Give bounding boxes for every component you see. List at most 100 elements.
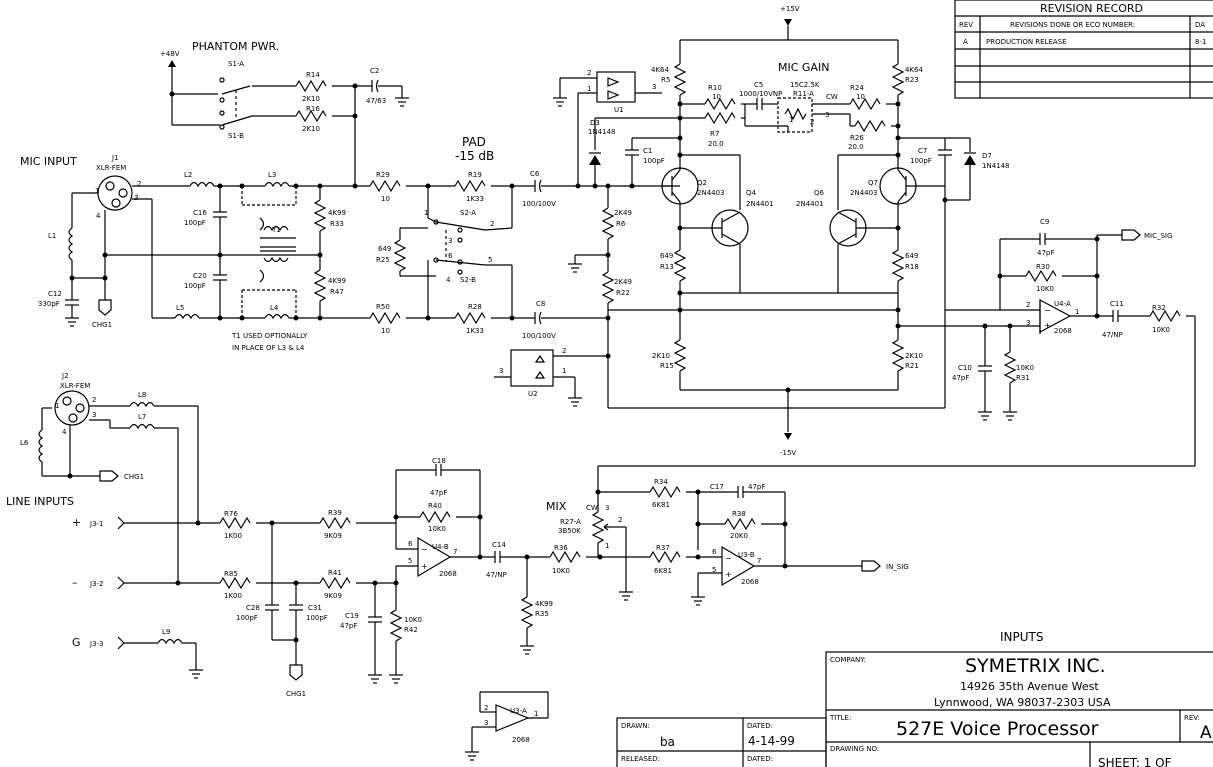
drawn-label: DRAWN: [621, 722, 650, 730]
j3-1-ref: J3-1 [89, 520, 104, 528]
c7-value: 100pF [910, 157, 932, 165]
svg-text:4: 4 [446, 276, 451, 284]
j1-ref: J1 [111, 154, 119, 162]
r24-value: 10 [856, 93, 865, 101]
c5-ref: C5 [754, 81, 763, 89]
plus15-label: +15V [780, 5, 800, 13]
svg-text:1: 1 [605, 542, 609, 550]
g-label: G [72, 636, 81, 649]
desc-col-header: REVISIONS DONE OR ECO NUMBER: [1010, 21, 1135, 29]
c20-ref: C20 [193, 272, 207, 280]
mic-output-stage: U4-A 2068 −+ 231 C9 47pF R30 10K0 C11 47… [597, 218, 1196, 492]
mic-gain-label: MIC GAIN [778, 61, 829, 74]
r25-value: 649 [378, 245, 391, 253]
revision-title: REVISION RECORD [1040, 2, 1143, 15]
c1-value: 100pF [643, 157, 665, 165]
r85-ref: R85 [224, 570, 238, 578]
sheet-label: SHEET: 1 OF [1098, 756, 1172, 767]
svg-text:3: 3 [92, 411, 96, 419]
svg-text:3: 3 [134, 194, 138, 202]
pad-db-label: -15 dB [455, 149, 494, 163]
pad-label: PAD [462, 135, 486, 149]
c12-value: 330pF [38, 300, 60, 308]
s1a-ref: S1-A [228, 60, 244, 68]
r22-ref: R22 [616, 289, 630, 297]
mic-input-label: MIC INPUT [20, 155, 77, 168]
c14-value: 47/NP [486, 571, 507, 579]
u3a-spare-opamp: U3-A 2068 231 [465, 691, 549, 761]
r23-value: 4K64 [905, 66, 923, 74]
company-address-1: 14926 35th Avenue West [960, 680, 1099, 693]
j1-type: XLR-FEM [96, 164, 126, 172]
r27-value: 3B50K [558, 527, 581, 535]
q2-value: 2N4403 [697, 189, 725, 197]
company-name: SYMETRIX INC. [965, 655, 1106, 677]
mix-label: MIX [546, 500, 567, 513]
r40-ref: R40 [428, 502, 442, 510]
r35-value: 4K99 [535, 600, 553, 608]
inputs-title: INPUTS [1000, 630, 1043, 644]
svg-text:3: 3 [484, 719, 488, 727]
rev-label: REV: [1184, 714, 1200, 722]
l1-ref: L1 [48, 232, 56, 240]
c10-value: 47pF [952, 374, 969, 382]
s1b-ref: S1-B [228, 132, 244, 140]
svg-text:−: − [1044, 306, 1051, 315]
r39-ref: R39 [328, 509, 342, 517]
r22-value: 2K49 [614, 278, 632, 286]
svg-text:2: 2 [618, 516, 622, 524]
svg-text:7: 7 [453, 548, 457, 556]
dated2-label: DATED: [747, 755, 773, 763]
c12-ref: C12 [48, 290, 62, 298]
phantom-label: PHANTOM PWR. [192, 40, 279, 53]
u4b-ref: U4-B [432, 543, 449, 551]
u4a-ref: U4-A [1054, 300, 1071, 308]
r76-ref: R76 [224, 510, 238, 518]
svg-text:1: 1 [1075, 308, 1079, 316]
svg-text:4: 4 [96, 212, 101, 220]
r23-ref: R23 [905, 76, 919, 84]
r29-value: 10 [381, 195, 390, 203]
svg-text:1: 1 [95, 187, 99, 195]
svg-text:4: 4 [62, 428, 67, 436]
r14-ref: R14 [306, 71, 320, 79]
svg-text:2: 2 [490, 220, 494, 228]
r26-value: 20.0 [848, 143, 864, 151]
r19-ref: R19 [468, 171, 482, 179]
cw-label-1: CW [826, 93, 838, 101]
r5-ref: R5 [661, 76, 670, 84]
drawn-value: ba [660, 735, 675, 749]
svg-text:3: 3 [1026, 319, 1030, 327]
r11-value: 15C2.5K [790, 81, 820, 89]
r47-ref: R47 [330, 288, 344, 296]
svg-text:3: 3 [825, 111, 829, 119]
r24-ref: R24 [850, 84, 864, 92]
chg1-ref-2: CHG1 [124, 473, 144, 481]
svg-text:2: 2 [587, 69, 591, 77]
l3-ref: L3 [268, 171, 276, 179]
c18-value: 47pF [430, 489, 447, 497]
q6-ref: Q6 [814, 189, 825, 197]
r50-ref: R50 [376, 303, 390, 311]
r28-ref: R28 [468, 303, 482, 311]
r18-ref: R18 [905, 263, 919, 271]
r34-value: 6K81 [652, 501, 670, 509]
r16-value: 2K10 [302, 125, 320, 133]
r47-value: 4K99 [328, 277, 346, 285]
c20-value: 100pF [184, 282, 206, 290]
r28-value: 1K33 [466, 327, 484, 335]
u3b-value: 2068 [741, 578, 759, 586]
pad-section: PAD -15 dB R29 10 R19 1K33 R50 10 R28 1K… [369, 135, 680, 340]
phantom-power-section: +48V PHANTOM PWR. S1-A S1-B R14 2K10 R16… [160, 40, 409, 186]
r36-value: 10K0 [552, 567, 570, 575]
q4-value: 2N4401 [746, 200, 774, 208]
title-label: TITLE: [829, 714, 851, 722]
rev-row1-desc: PRODUCTION RELEASE [986, 38, 1067, 46]
rev-value: A [1200, 723, 1212, 743]
s2a-ref: S2-A [460, 209, 476, 217]
r38-ref: R38 [732, 510, 746, 518]
c1-ref: C1 [643, 147, 652, 155]
r10-ref: R10 [708, 84, 722, 92]
r36-ref: R36 [554, 544, 568, 552]
svg-text:1: 1 [424, 209, 428, 217]
